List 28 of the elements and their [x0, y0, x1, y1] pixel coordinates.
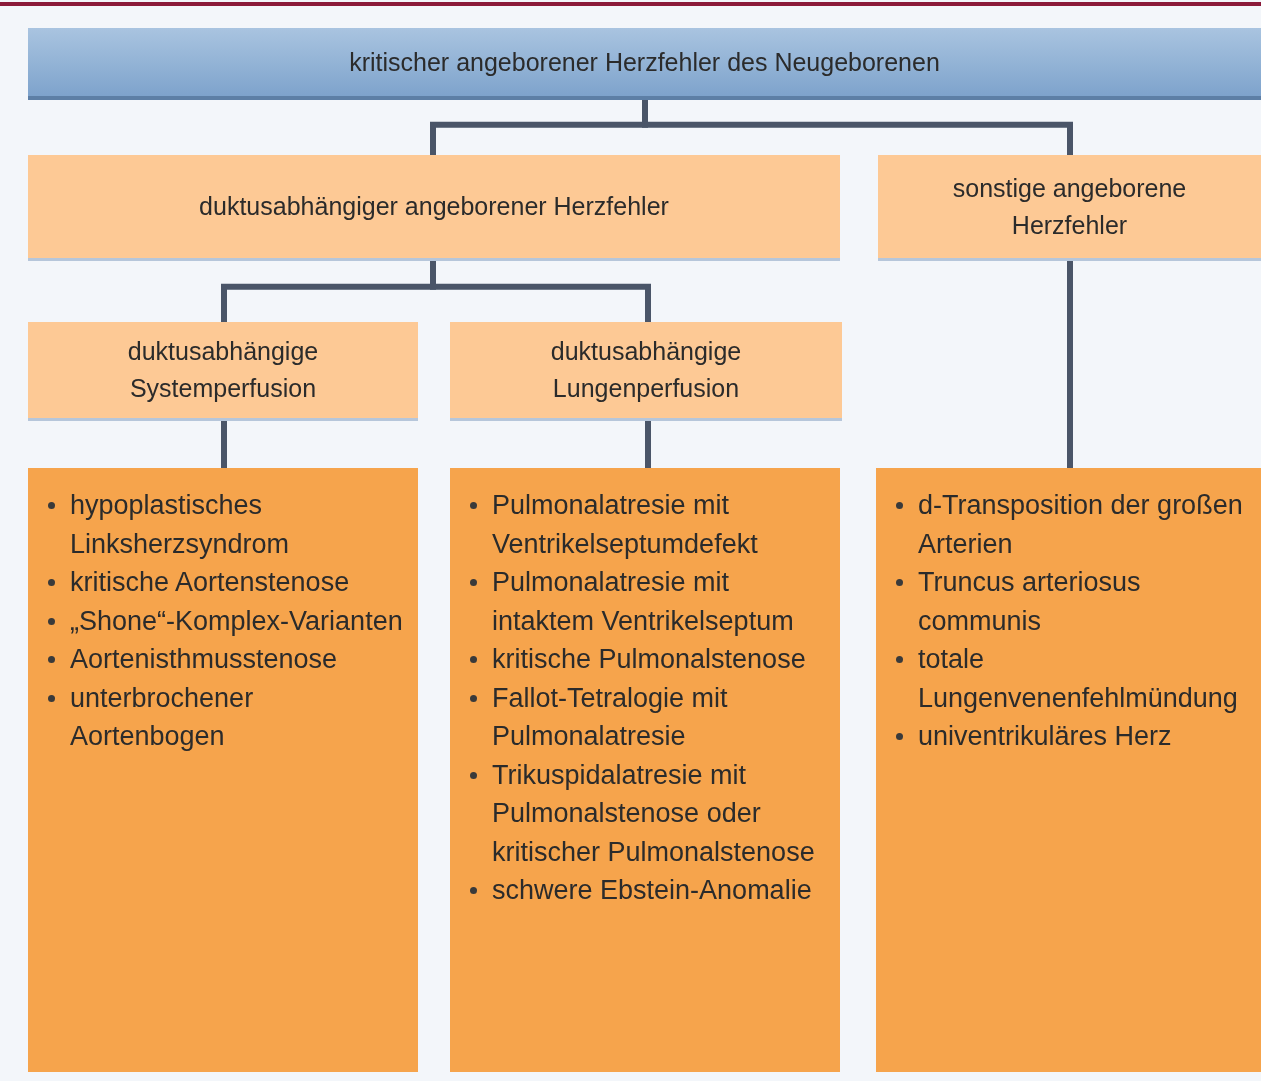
category-label: duktusabhängige Lungenperfusion [549, 336, 743, 404]
list-item: d-Transposition der großen Arterien [918, 489, 1244, 561]
list-box [28, 468, 418, 1072]
list-box [876, 468, 1261, 1072]
title-text: kritischer angeborener Herzfehler des Neugeborenen [349, 47, 940, 77]
list-item: kritische Pulmonalstenose [492, 643, 807, 676]
category-box [28, 155, 840, 258]
category-box [28, 322, 418, 418]
connector-line [221, 418, 227, 468]
list-item: unterbrochener Aortenbogen [70, 681, 255, 753]
list-item: „Shone“-Komplex-Varianten [70, 604, 404, 638]
category-label: duktusabhängige Systemperfusion [126, 336, 320, 404]
category-label: duktusabhängiger angeborener Herzfehler [199, 191, 669, 222]
connector-line [642, 100, 1073, 155]
list-item: schwere Ebstein-Anomalie [492, 874, 813, 907]
list-item: Aortenisthmusstenose [70, 643, 339, 676]
connector-line [645, 418, 651, 468]
list-box [450, 468, 840, 1072]
category-box [450, 322, 842, 418]
connector-line [1067, 258, 1073, 468]
list-item: Fallot-Tetralogie mit Pulmonalatresie [492, 681, 729, 753]
title-banner [28, 28, 1261, 100]
list-item: univentrikuläres Herz [918, 720, 1173, 753]
category-box [878, 155, 1261, 258]
list-item: kritische Aortenstenose [70, 566, 351, 599]
list-item: Pulmonalatresie mit Ventrikelseptumdefekt [492, 489, 759, 561]
category-label: sonstige angeborene Herzfehler [951, 172, 1188, 241]
connector-line [430, 258, 651, 322]
